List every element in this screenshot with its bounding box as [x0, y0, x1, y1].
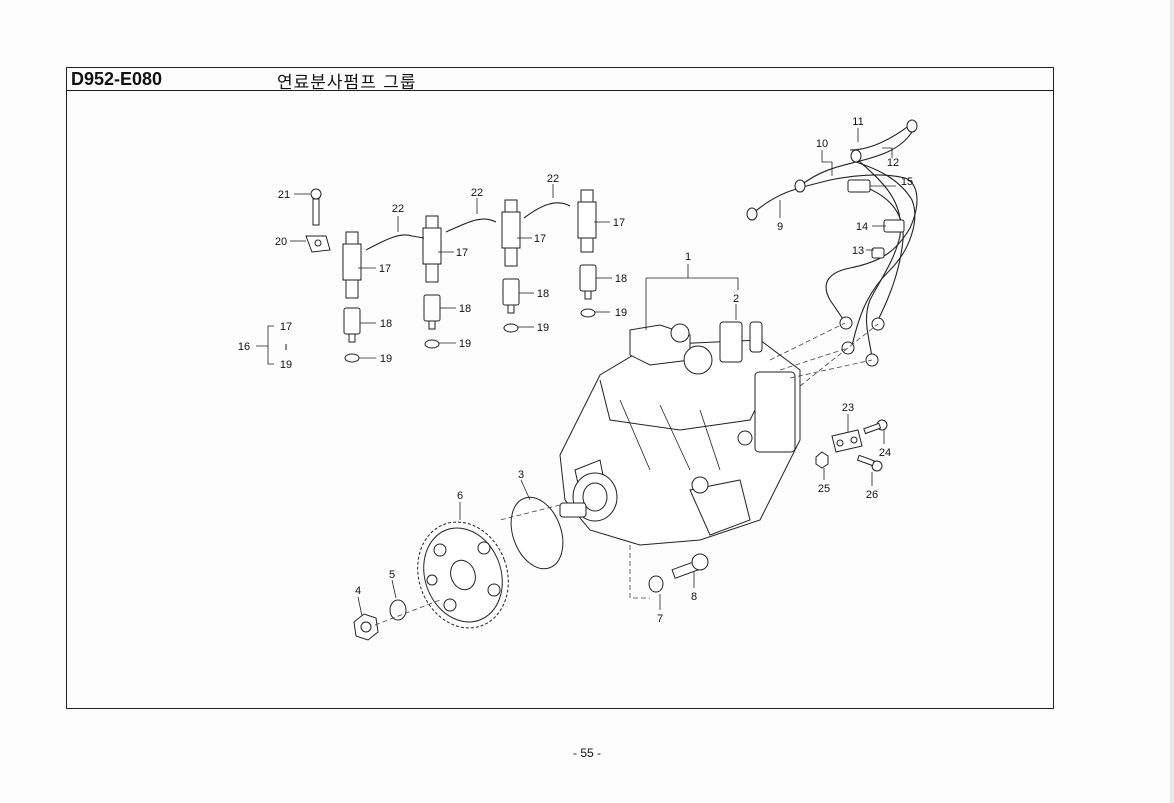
callout-17-kit: 17 [280, 321, 292, 333]
callout-5: 5 [389, 569, 395, 581]
clamp-bolt [310, 188, 322, 226]
assembly-lines [374, 322, 879, 626]
injector-2 [422, 215, 442, 349]
callout-20: 20 [275, 236, 287, 248]
scan-edge [1170, 0, 1174, 803]
callout-3: 3 [518, 469, 524, 481]
kit-separator: ı [284, 341, 287, 353]
callout-22-b: 22 [471, 187, 483, 199]
pump-washer [648, 575, 664, 593]
callout-19-a: 19 [380, 353, 392, 365]
callout-2: 2 [733, 293, 739, 305]
callout-26: 26 [866, 489, 878, 501]
callout-labels: 1 2 3 4 5 6 7 8 9 10 11 12 13 14 15 16 1… [238, 116, 913, 625]
o-ring [510, 496, 564, 570]
leak-off-tube-2 [445, 218, 497, 233]
callout-19-b: 19 [459, 338, 471, 350]
callout-23: 23 [842, 402, 854, 414]
drive-gear [417, 521, 509, 629]
callout-21: 21 [278, 189, 290, 201]
callout-18-c: 18 [537, 288, 549, 300]
callout-19-kit: 19 [280, 359, 292, 371]
callout-11: 11 [852, 116, 863, 128]
callout-18-a: 18 [380, 318, 392, 330]
callout-4: 4 [355, 585, 361, 597]
callout-18-d: 18 [615, 273, 627, 285]
callout-19-d: 19 [615, 307, 627, 319]
pump-bolt [671, 553, 709, 579]
callout-15: 15 [901, 176, 913, 188]
diagram-header: D952-E080 연료분사펌프 그룹 [67, 68, 1053, 93]
callout-17-a: 17 [379, 263, 391, 275]
callout-8: 8 [691, 591, 697, 603]
callout-19-c: 19 [537, 322, 549, 334]
leader-lines [256, 128, 896, 617]
callout-12: 12 [887, 157, 899, 169]
callout-22-a: 22 [392, 203, 404, 215]
page-number: - 55 - [572, 746, 601, 760]
leak-off-tube-3 [523, 202, 571, 219]
callout-14: 14 [856, 221, 868, 233]
injector-1 [342, 231, 362, 363]
bracket-bolt-lower [856, 454, 883, 472]
callout-17-d: 17 [613, 217, 625, 229]
callout-25: 25 [818, 483, 830, 495]
injector-3 [501, 199, 521, 333]
callout-9: 9 [777, 221, 783, 233]
callout-24: 24 [879, 447, 891, 459]
callout-1: 1 [685, 251, 691, 263]
callout-22-c: 22 [547, 173, 559, 185]
callout-16: 16 [238, 341, 250, 353]
callout-18-b: 18 [459, 303, 471, 315]
callout-6: 6 [457, 490, 463, 502]
callout-13: 13 [852, 245, 864, 257]
callout-10: 10 [816, 138, 828, 150]
callout-7: 7 [657, 613, 663, 625]
part-group-code: D952-E080 [71, 69, 163, 89]
nozzle-clamp [305, 235, 331, 253]
gear-washer [389, 599, 407, 621]
diagram-frame: D952-E080 연료분사펌프 그룹 [66, 67, 1054, 709]
callout-17-b: 17 [456, 247, 468, 259]
injector-4 [577, 189, 597, 318]
leak-off-tube-1 [365, 234, 425, 251]
bracket [831, 429, 863, 453]
bracket-nut [815, 451, 829, 469]
gear-nut [353, 613, 379, 641]
part-group-title: 연료분사펌프 그룹 [277, 73, 417, 93]
bracket-bolt-upper [863, 419, 888, 435]
injection-pump [559, 321, 801, 546]
callout-17-c: 17 [534, 233, 546, 245]
